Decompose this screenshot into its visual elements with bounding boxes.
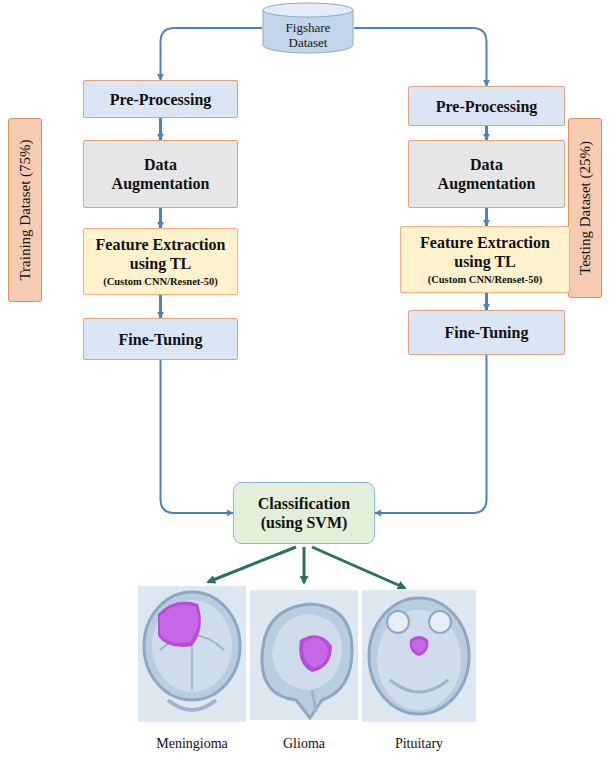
process-box: Feature Extraction using TL (Custom CNN/R…	[83, 228, 238, 295]
split-label: Testing Dataset (25%)	[577, 141, 594, 275]
flow-arrow	[354, 28, 487, 86]
box-subtitle: (Custom CNN/Resnet-50)	[103, 275, 218, 288]
mri-pituitary	[362, 590, 476, 722]
flow-arrow	[159, 295, 162, 318]
box-title: Feature Extraction using TL	[407, 233, 563, 271]
box-title: Pre-Processing	[436, 97, 538, 116]
class-label: Pituitary	[395, 736, 443, 752]
box-title: Fine-Tuning	[445, 323, 529, 342]
box-title: Pre-Processing	[110, 90, 212, 109]
box-title: Classification (using SVM)	[240, 494, 368, 532]
mri-meningioma	[138, 586, 246, 722]
dataset-label: Figshare Dataset	[266, 20, 350, 50]
flow-arrow	[159, 208, 162, 228]
box-title: Feature Extraction using TL	[90, 235, 231, 273]
process-box: Pre-Processing	[83, 80, 238, 118]
flow-arrow	[485, 126, 488, 140]
process-box: Data Augmentation	[83, 140, 238, 208]
process-box: Fine-Tuning	[408, 310, 565, 355]
flow-arrow	[485, 208, 488, 226]
split-band: Training Dataset (75%)	[8, 118, 42, 302]
flow-arrow	[161, 28, 263, 80]
flow-arrow	[485, 293, 488, 310]
process-box: Pre-Processing	[408, 86, 565, 126]
box-title: Data Augmentation	[423, 155, 550, 193]
classifier-box: Classification (using SVM)	[233, 482, 375, 544]
flow-arrow	[161, 360, 234, 513]
box-title: Data Augmentation	[98, 155, 223, 193]
process-box: Data Augmentation	[408, 140, 565, 208]
box-subtitle: (Custom CNN/Renset-50)	[428, 273, 543, 286]
process-box: Fine-Tuning	[83, 318, 238, 360]
split-band: Testing Dataset (25%)	[568, 118, 602, 298]
flow-arrow	[375, 355, 487, 513]
flow-arrow	[159, 118, 162, 140]
class-label: Meningioma	[156, 736, 228, 752]
dataset-cylinder: Figshare Dataset	[262, 2, 354, 54]
class-label: Glioma	[283, 736, 325, 752]
mri-glioma	[250, 590, 358, 720]
split-label: Training Dataset (75%)	[17, 139, 34, 280]
class-leader-lines	[208, 547, 405, 588]
process-box: Feature Extraction using TL (Custom CNN/R…	[400, 226, 570, 293]
box-title: Fine-Tuning	[119, 330, 203, 349]
